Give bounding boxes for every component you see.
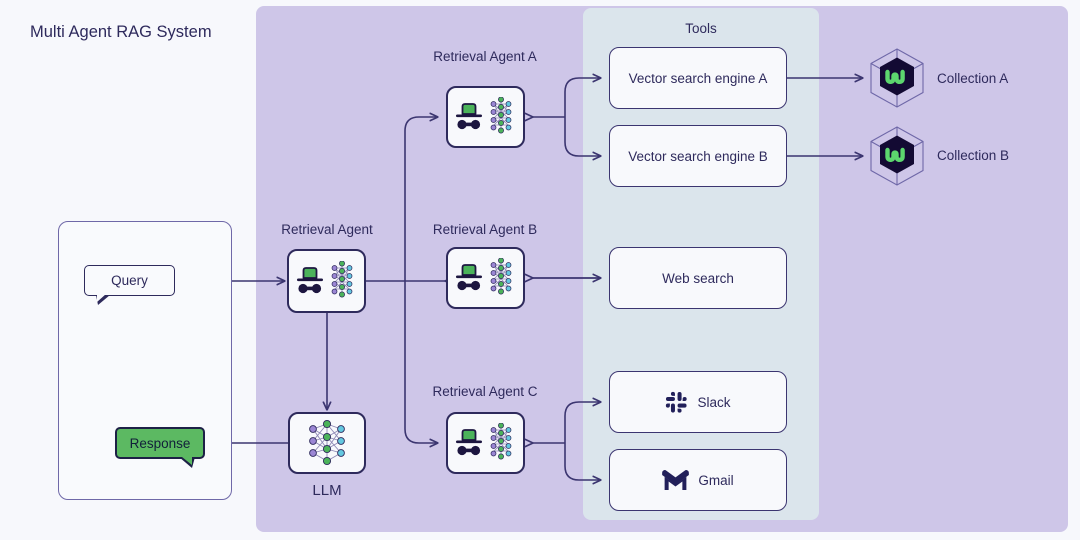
retrieval-agent-node[interactable]: [287, 249, 366, 313]
response-bubble-tail-fill: [182, 457, 192, 465]
response-bubble[interactable]: Response: [115, 427, 205, 468]
tool-label: Slack: [697, 394, 731, 410]
tool-vector-search-engine-b[interactable]: Vector search engine B: [609, 125, 787, 187]
slack-icon: [665, 391, 688, 414]
tool-slack[interactable]: Slack: [609, 371, 787, 433]
collection-a-label: Collection A: [937, 71, 1009, 86]
tool-label: Vector search engine A: [628, 70, 768, 86]
collection-b-label: Collection B: [937, 148, 1010, 163]
retrieval-agent-b-node[interactable]: [446, 247, 525, 309]
tool-label: Vector search engine B: [628, 148, 768, 164]
llm-label: LLM: [312, 482, 342, 499]
tool-gmail[interactable]: Gmail: [609, 449, 787, 511]
retrieval-agent-c-label: Retrieval Agent C: [432, 384, 538, 399]
retrieval-agent-a-node[interactable]: [446, 86, 525, 148]
weaviate-hexagon-icon: [866, 47, 928, 109]
query-label: Query: [111, 273, 148, 288]
gmail-icon: [662, 469, 690, 491]
query-bubble[interactable]: Query: [84, 265, 175, 305]
agent-icon: [295, 261, 359, 301]
retrieval-agent-label: Retrieval Agent: [281, 222, 373, 237]
tool-web-search[interactable]: Web search: [609, 247, 787, 309]
collection-b-node[interactable]: [866, 125, 928, 187]
llm-node[interactable]: [288, 412, 366, 474]
tools-panel-title: Tools: [685, 21, 717, 36]
response-label: Response: [129, 435, 191, 451]
retrieval-agent-a-label: Retrieval Agent A: [433, 49, 537, 64]
tool-label: Web search: [662, 270, 734, 286]
retrieval-agent-b-label: Retrieval Agent B: [432, 222, 538, 237]
agent-icon: [454, 423, 518, 463]
agent-icon: [454, 258, 518, 298]
tool-vector-search-engine-a[interactable]: Vector search engine A: [609, 47, 787, 109]
weaviate-hexagon-icon: [866, 125, 928, 187]
neural-network-icon: [301, 419, 353, 467]
collection-a-node[interactable]: [866, 47, 928, 109]
retrieval-agent-c-node[interactable]: [446, 412, 525, 474]
page-title: Multi Agent RAG System: [30, 23, 212, 41]
tool-label: Gmail: [698, 472, 734, 488]
query-bubble-tail-fill: [97, 294, 106, 302]
agent-icon: [454, 97, 518, 137]
